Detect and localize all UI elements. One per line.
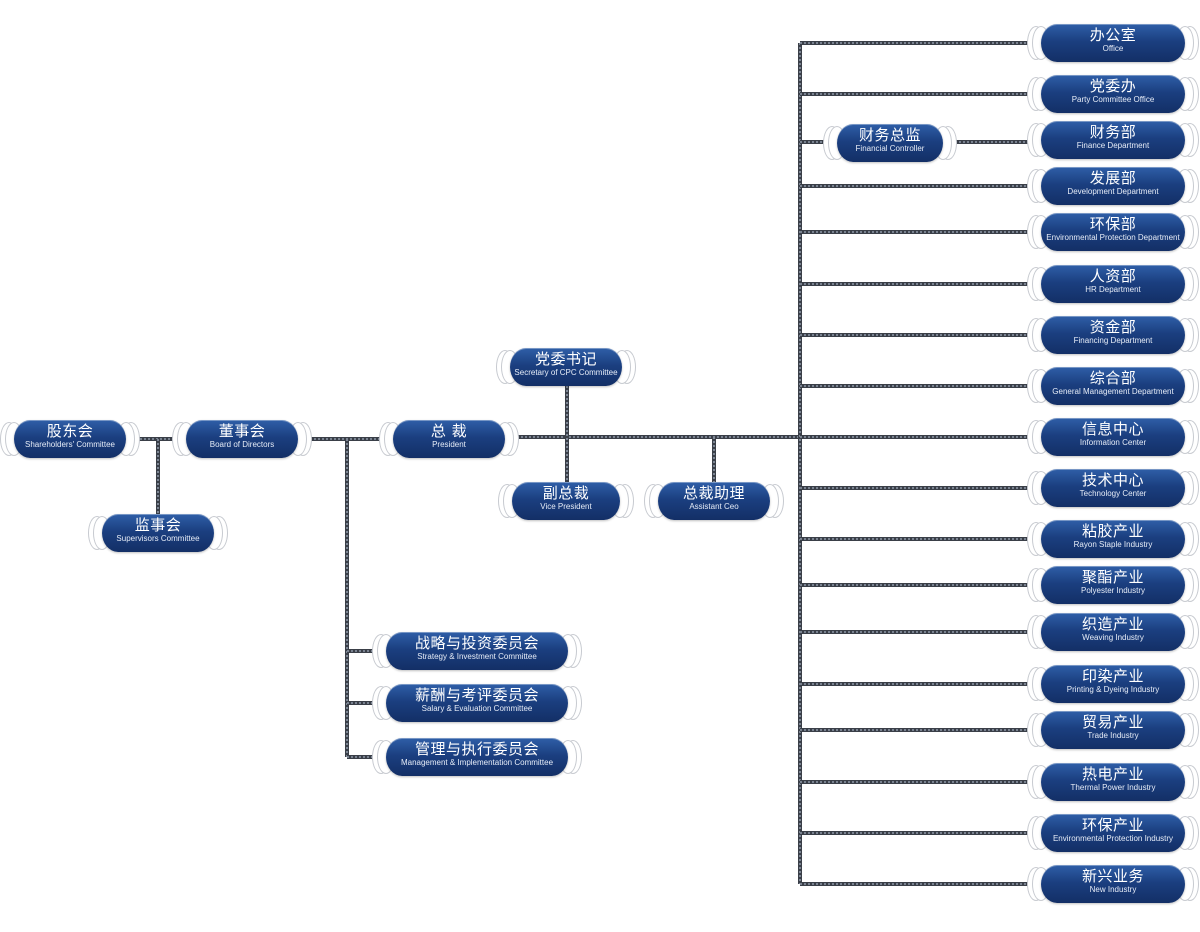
node-label-en: Trade Industry xyxy=(1087,731,1139,740)
node-label-zh: 织造产业 xyxy=(1081,615,1144,633)
node-label-zh: 财务总监 xyxy=(858,126,921,144)
node-label-en: Supervisors Committee xyxy=(116,534,200,543)
node-label-zh: 管理与执行委员会 xyxy=(414,740,539,758)
node-label-en: Management & Implementation Committee xyxy=(400,758,554,767)
node-label-zh: 党委办 xyxy=(1089,77,1137,95)
node-label-en: Party Committee Office xyxy=(1071,95,1155,104)
node-label-en: President xyxy=(432,440,466,449)
node-label-en: Office xyxy=(1102,44,1124,53)
node-label-en: Rayon Staple Industry xyxy=(1073,540,1153,549)
node-label-en: Development Department xyxy=(1067,187,1159,196)
node-label-en: Financial Controller xyxy=(855,144,925,153)
node-label-zh: 综合部 xyxy=(1089,369,1137,387)
node-label-zh: 发展部 xyxy=(1089,169,1137,187)
node-label-zh: 薪酬与考评委员会 xyxy=(414,686,539,704)
node-label-zh: 财务部 xyxy=(1089,123,1137,141)
node-label-en: Environmental Protection Industry xyxy=(1052,834,1174,843)
node-label-zh: 技术中心 xyxy=(1081,471,1144,489)
node-label-zh: 总 裁 xyxy=(430,422,468,440)
node-label-en: Shareholders' Committee xyxy=(24,440,115,449)
node-label-zh: 股东会 xyxy=(46,422,94,440)
node-label-zh: 监事会 xyxy=(134,516,182,534)
node-label-en: Salary & Evaluation Committee xyxy=(421,704,533,713)
node-label-en: Information Center xyxy=(1079,438,1147,447)
node-label-zh: 环保产业 xyxy=(1081,816,1144,834)
node-label-en: Secretary of CPC Committee xyxy=(514,368,618,377)
node-label-en: Assistant Ceo xyxy=(689,502,739,511)
node-label-zh: 人资部 xyxy=(1089,267,1137,285)
node-label-en: Weaving Industry xyxy=(1082,633,1144,642)
node-label-zh: 信息中心 xyxy=(1081,420,1144,438)
node-label-zh: 贸易产业 xyxy=(1081,713,1144,731)
node-label-en: HR Department xyxy=(1085,285,1141,294)
node-label-en: Finance Department xyxy=(1076,141,1150,150)
node-label-zh: 热电产业 xyxy=(1081,765,1144,783)
node-label-zh: 聚酯产业 xyxy=(1081,568,1144,586)
node-label-en: Financing Department xyxy=(1073,336,1153,345)
node-label-zh: 新兴业务 xyxy=(1081,867,1144,885)
node-label-zh: 董事会 xyxy=(218,422,266,440)
node-label-en: Technology Center xyxy=(1079,489,1147,498)
node-label-zh: 总裁助理 xyxy=(682,484,745,502)
node-label-en: Thermal Power Industry xyxy=(1070,783,1156,792)
node-label-en: Board of Directors xyxy=(209,440,275,449)
node-label-zh: 副总裁 xyxy=(542,484,590,502)
node-label-en: Printing & Dyeing Industry xyxy=(1066,685,1160,694)
node-label-zh: 办公室 xyxy=(1089,26,1137,44)
node-label-en: General Management Department xyxy=(1052,387,1174,396)
node-label-zh: 战略与投资委员会 xyxy=(414,634,539,652)
node-label-zh: 环保部 xyxy=(1089,215,1137,233)
node-label-en: Vice President xyxy=(540,502,592,511)
node-label-zh: 印染产业 xyxy=(1081,667,1144,685)
node-label-zh: 粘胶产业 xyxy=(1081,522,1144,540)
node-label-zh: 资金部 xyxy=(1089,318,1137,336)
node-label-en: New Industry xyxy=(1089,885,1137,894)
node-label-zh: 党委书记 xyxy=(534,350,597,368)
node-label-en: Polyester Industry xyxy=(1080,586,1146,595)
node-label-en: Strategy & Investment Committee xyxy=(417,652,537,661)
node-label-en: Environmental Protection Department xyxy=(1046,233,1180,242)
